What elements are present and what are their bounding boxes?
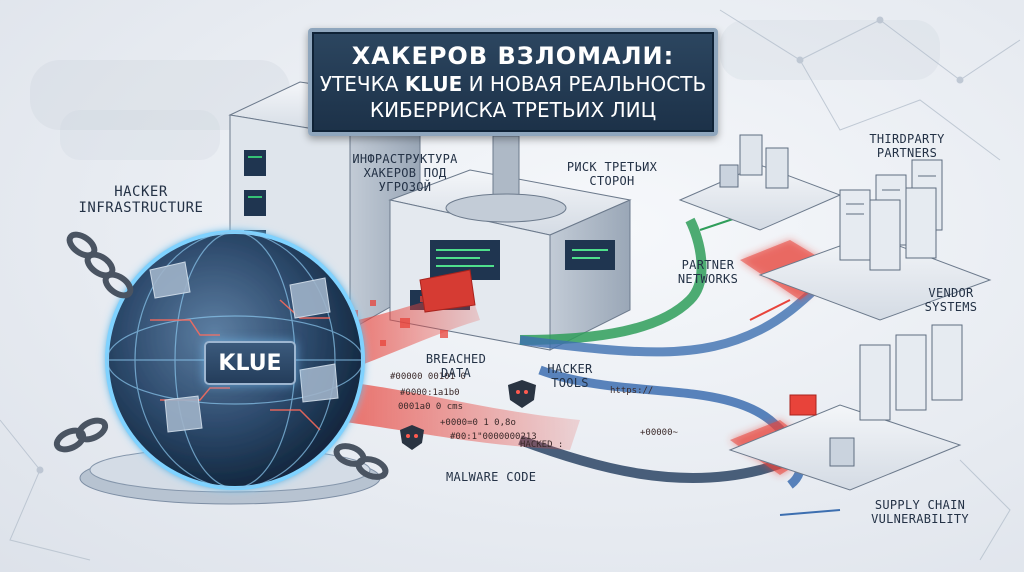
hacker-skull-icon [508,380,536,408]
code-snippet: #0000:1a1b0 [400,388,460,398]
code-snippet: HACKED : [520,440,564,450]
label-hacker-tools-line-1: HACKER [547,362,593,376]
label-supply-chain-line-2: VULNERABILITY [871,512,969,526]
headline-line-2: УТЕЧКА KLUE И НОВАЯ РЕАЛЬНОСТЬ [320,71,706,97]
label-hacker-infrastructure: HACKER INFRASTRUCTURE [56,184,226,216]
label-infra-ru-line-2: ХАКЕРОВ ПОД [363,166,447,180]
label-breached-data-line-2: DATA [440,366,472,380]
label-partner-networks-line-2: NETWORKS [677,272,739,286]
headline-line-2-suffix: И НОВАЯ РЕАЛЬНОСТЬ [462,72,707,96]
label-partner-networks-line-1: PARTNER [681,258,735,272]
headline-banner: ХАКЕРОВ ВЗЛОМАЛИ: УТЕЧКА KLUE И НОВАЯ РЕ… [308,28,718,136]
label-hacker-infrastructure-line-2: INFRASTRUCTURE [78,200,204,216]
code-snippet: +0000=0 1 0,8o [440,418,516,428]
vendor-systems-platform [758,159,992,321]
label-vendor-systems: VENDOR SYSTEMS [906,286,996,314]
headline-line-2-prefix: УТЕЧКА [319,72,405,96]
label-infra-ru: ИНФРАСТРУКТУРА ХАКЕРОВ ПОД УГРОЗОЙ [340,152,470,194]
klue-brand-badge: KLUE [204,341,296,385]
world-map-dots [30,20,940,160]
network-mesh [0,9,1021,561]
supply-chain-platform [728,324,963,491]
label-thirdparty-line-1: THIRDPARTY [869,132,945,146]
label-third-party-risk-line-1: РИСК ТРЕТЬИХ [566,160,658,174]
label-third-party-risk-ru: РИСК ТРЕТЬИХ СТОРОН [552,160,672,188]
label-infra-ru-line-1: ИНФРАСТРУКТУРА [352,152,458,166]
label-breached-data-line-1: BREACHED [425,352,487,366]
partner-networks-platform [678,134,842,231]
code-snippet: 0001a0 0 cms [398,402,464,412]
label-hacker-infrastructure-line-1: HACKER [114,184,168,200]
code-snippet: #00000 00101 0 [390,372,466,382]
label-vendor-systems-line-2: SYSTEMS [924,300,978,314]
label-partner-networks: PARTNER NETWORKS [660,258,756,286]
code-snippet: +00000~ [640,428,678,438]
label-malware-code: MALWARE CODE [446,470,537,484]
code-snippet: https:// [610,386,654,396]
broken-chain [53,231,389,480]
headline-line-1: ХАКЕРОВ ВЗЛОМАЛИ: [351,42,675,70]
label-thirdparty-partners: THIRDPARTY PARTNERS [852,132,962,160]
label-third-party-risk-line-2: СТОРОН [589,174,635,188]
label-infra-ru-line-3: УГРОЗОЙ [378,180,432,194]
malware-skull-icon [400,425,424,450]
code-snippet: #00:1"0000000213 [450,432,537,442]
headline-line-3: КИБЕРРИСКА ТРЕТЬИХ ЛИЦ [369,98,657,122]
label-supply-chain-line-1: SUPPLY CHAIN [874,498,966,512]
headline-brand: KLUE [404,72,463,96]
label-breached-data: BREACHED DATA [406,352,506,380]
label-supply-chain: SUPPLY CHAIN VULNERABILITY [862,498,978,526]
label-hacker-tools: HACKER TOOLS [530,362,610,390]
label-thirdparty-line-2: PARTNERS [876,146,938,160]
label-vendor-systems-line-1: VENDOR [928,286,974,300]
label-hacker-tools-line-2: TOOLS [551,376,589,390]
